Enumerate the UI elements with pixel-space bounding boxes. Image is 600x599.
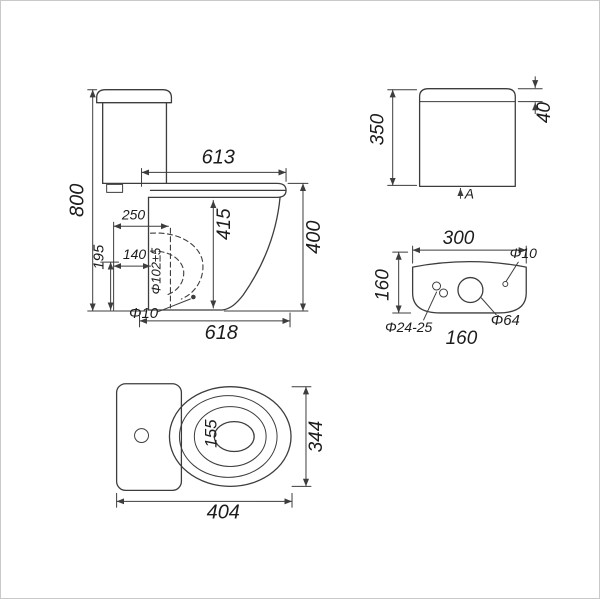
- dim-400: 400: [223, 182, 325, 312]
- dim-phi10-front-label: Φ10: [510, 245, 537, 261]
- dim-195-label: 195: [91, 244, 108, 270]
- dim-phi10-leader: [156, 298, 191, 313]
- dim-250-label: 250: [121, 206, 146, 222]
- flush-button-top: [134, 428, 150, 444]
- dim-350-label: 350: [368, 113, 389, 145]
- dim-phi10-front: Φ10: [505, 245, 537, 282]
- dim-400-ext: [223, 182, 309, 312]
- dim-40-label: 40: [534, 102, 555, 124]
- dim-phi24-25-label: Φ24-25: [385, 319, 433, 335]
- tank-front-outline: [411, 261, 527, 314]
- dim-160-bottom: 160: [446, 328, 478, 349]
- side-view: 613 800 400 415 250 140: [67, 89, 325, 344]
- dim-618-label: 618: [205, 322, 238, 344]
- top-view: 155 344 404: [115, 383, 327, 523]
- dim-phi10-side: Φ10: [129, 298, 191, 322]
- dim-155-label: 155: [201, 419, 220, 448]
- seat-outline: [102, 182, 287, 198]
- tank-body-outline: [96, 102, 173, 185]
- dim-160-bottom-label: 160: [446, 328, 478, 349]
- dim-140: 140: [113, 246, 151, 270]
- dim-phi10-label: Φ10: [129, 305, 159, 322]
- view-direction-a: A: [457, 185, 474, 201]
- dim-160-left: 160: [373, 251, 412, 314]
- dim-300: 300: [412, 228, 527, 264]
- dim-phi24-25: Φ24-25: [385, 291, 438, 335]
- flush-lever: [106, 183, 124, 193]
- dim-613-label: 613: [202, 146, 235, 168]
- dim-phi64: Φ64: [480, 297, 520, 329]
- dim-344: 344: [291, 386, 327, 487]
- dim-140-label: 140: [123, 246, 147, 262]
- dim-618: 618: [139, 312, 291, 344]
- water-surface-ellipse: [213, 420, 255, 453]
- dim-phi24-25-leader: [423, 291, 438, 321]
- dim-404-label: 404: [207, 501, 240, 523]
- dim-800: 800: [67, 89, 148, 312]
- tank-side-outline: [418, 88, 516, 188]
- dim-350: 350: [368, 89, 418, 186]
- dim-300-label: 300: [443, 228, 475, 249]
- dim-160-left-ext: [392, 251, 412, 314]
- dim-phi64-leader: [480, 297, 497, 316]
- dim-160-left-label: 160: [373, 269, 394, 301]
- dim-344-label: 344: [306, 421, 327, 453]
- bowl-opening-ellipse: [193, 406, 267, 467]
- dim-195: 195: [91, 244, 120, 311]
- dim-415: 415: [210, 199, 235, 309]
- dim-400-label: 400: [303, 221, 325, 254]
- dim-trap-diameter: Φ102±5: [148, 247, 163, 295]
- tank-lid-outline: [96, 89, 173, 104]
- bowl-outline: [147, 196, 281, 311]
- tank-side-view: 350 40 A: [368, 76, 555, 201]
- dim-613: 613: [141, 146, 287, 187]
- drain-point: [191, 294, 196, 300]
- dim-phi64-label: Φ64: [491, 312, 520, 329]
- dim-trap-label: Φ102±5: [148, 247, 163, 295]
- seat-outer-ellipse: [168, 386, 292, 488]
- dim-155: 155: [201, 419, 220, 448]
- dim-404: 404: [116, 492, 293, 523]
- top-view-tank-outline: [115, 383, 183, 492]
- tank-front-view: 300 160 Φ10 Φ64 Φ24-25 160: [373, 228, 537, 349]
- dim-phi10-front-leader: [505, 261, 519, 282]
- dim-404-ext: [116, 492, 293, 508]
- flush-button-hole: [457, 276, 484, 304]
- small-hole-right: [502, 281, 509, 288]
- small-hole-left-2: [439, 288, 449, 298]
- trapway-dashed: [149, 227, 204, 309]
- dim-350-ext: [387, 89, 418, 186]
- dim-40-ext: [517, 88, 543, 103]
- dim-800-label: 800: [67, 184, 89, 217]
- dim-40: 40: [517, 76, 555, 124]
- view-a-label: A: [464, 185, 474, 201]
- small-hole-left-1: [432, 281, 442, 291]
- dim-800-ext: [87, 89, 148, 312]
- seat-ring-ellipse: [178, 395, 278, 478]
- dim-415-label: 415: [214, 208, 235, 240]
